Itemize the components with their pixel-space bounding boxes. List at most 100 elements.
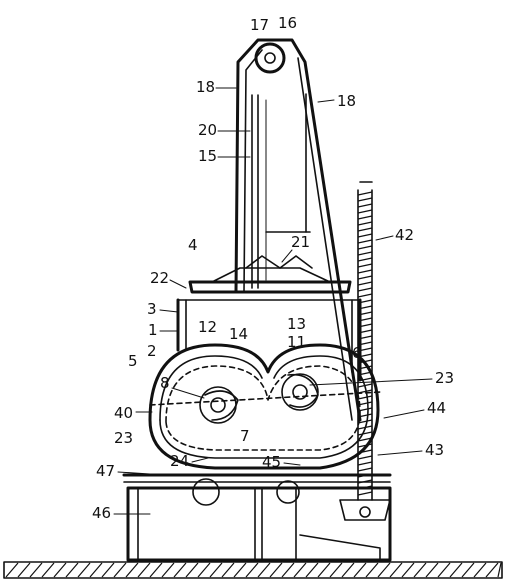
screw-thread-line — [357, 191, 373, 196]
screw-thread-line — [357, 293, 373, 298]
ground-hatch-line — [113, 562, 127, 578]
screw-thread-line — [357, 245, 373, 250]
mixing-blades — [149, 373, 381, 424]
label-7: 7 — [240, 427, 250, 445]
screw-thread-line — [357, 347, 373, 352]
screw-thread-line — [357, 485, 373, 490]
label-43: 43 — [425, 441, 444, 459]
ground-hatch-line — [341, 562, 355, 578]
ground-hatch-line — [5, 562, 19, 578]
label-8: 8 — [160, 374, 170, 392]
label-17: 17 — [250, 16, 269, 34]
screw-thread-line — [357, 323, 373, 328]
ground-hatch-line — [149, 562, 163, 578]
ground-hatch-line — [485, 562, 499, 578]
label-18-right: 18 — [337, 92, 356, 110]
screw-thread-line — [357, 227, 373, 232]
ground-hatch-line — [209, 562, 223, 578]
label-21: 21 — [291, 233, 310, 251]
screw-thread-line — [357, 299, 373, 304]
label-45: 45 — [262, 453, 281, 471]
screw-thread-line — [357, 335, 373, 340]
screw-rod — [339, 181, 391, 521]
ground-hatch-line — [77, 562, 91, 578]
screw-thread-line — [357, 425, 373, 430]
ground-hatch-line — [353, 562, 367, 578]
label-20: 20 — [198, 121, 217, 139]
ground-hatch-line — [161, 562, 175, 578]
screw-thread-line — [357, 491, 373, 496]
screw-thread-line — [357, 305, 373, 310]
ground-hatch-line — [173, 562, 187, 578]
label-3: 3 — [147, 300, 157, 318]
screw-thread-line — [357, 233, 373, 238]
screw-thread-line — [357, 359, 373, 364]
ground-hatch-line — [89, 562, 103, 578]
ground-hatch-line — [329, 562, 343, 578]
screw-thread-line — [357, 467, 373, 472]
ground-hatch-line — [281, 562, 295, 578]
screw-thread-line — [357, 209, 373, 214]
ground-hatch-line — [221, 562, 235, 578]
screw-thread-line — [357, 341, 373, 346]
screw-thread-line — [357, 263, 373, 268]
ground-hatch-line — [461, 562, 475, 578]
pulley — [254, 42, 286, 74]
mixer-lid — [188, 267, 352, 294]
label-15: 15 — [198, 147, 217, 165]
ground-hatch-line — [317, 562, 331, 578]
screw-thread-line — [357, 269, 373, 274]
screw-thread-line — [357, 287, 373, 292]
ground-hatch-line — [17, 562, 31, 578]
screw-thread-line — [357, 239, 373, 244]
screw-thread-line — [357, 329, 373, 334]
ground-hatch-line — [365, 562, 379, 578]
screw-thread-line — [357, 443, 373, 448]
label-23-left: 23 — [114, 429, 133, 447]
ground-hatch-line — [401, 562, 415, 578]
label-22: 22 — [150, 269, 169, 287]
mixing-tank — [148, 298, 380, 470]
callout-labels: 17 16 18 18 20 15 21 42 4 22 3 1 12 13 1… — [92, 14, 454, 522]
ground-hatch-line — [125, 562, 139, 578]
ground-hatch-line — [197, 562, 211, 578]
screw-thread-line — [357, 377, 373, 382]
screw-thread-line — [357, 221, 373, 226]
screw-thread-line — [357, 383, 373, 388]
ground-hatch-line — [185, 562, 199, 578]
label-40: 40 — [114, 404, 133, 422]
ground-hatch-line — [497, 562, 502, 578]
screw-thread-line — [357, 317, 373, 322]
screw-thread-line — [357, 371, 373, 376]
ground-base — [3, 561, 503, 579]
ground-hatch-line — [137, 562, 151, 578]
label-13: 13 — [287, 315, 306, 333]
machine-base — [122, 473, 392, 562]
label-2: 2 — [147, 342, 157, 360]
screw-thread-line — [357, 275, 373, 280]
label-4: 4 — [188, 236, 198, 254]
screw-thread-line — [357, 389, 373, 394]
screw-thread-line — [357, 479, 373, 484]
screw-thread-line — [357, 407, 373, 412]
label-44: 44 — [427, 399, 446, 417]
ground-hatch-line — [53, 562, 67, 578]
ground-hatch-line — [377, 562, 391, 578]
screw-thread-line — [357, 311, 373, 316]
label-24: 24 — [170, 452, 189, 470]
label-42: 42 — [395, 226, 414, 244]
screw-thread-line — [357, 395, 373, 400]
ground-hatch-line — [65, 562, 79, 578]
label-46: 46 — [92, 504, 111, 522]
label-16: 16 — [278, 14, 297, 32]
ground-hatch-line — [269, 562, 283, 578]
ground-hatch-line — [473, 562, 487, 578]
ground-hatch-line — [425, 562, 439, 578]
label-11: 11 — [287, 333, 306, 351]
ground-hatch-line — [305, 562, 319, 578]
screw-thread-line — [357, 353, 373, 358]
ground-hatch-line — [293, 562, 307, 578]
screw-thread-line — [357, 257, 373, 262]
ground-hatch-line — [233, 562, 247, 578]
